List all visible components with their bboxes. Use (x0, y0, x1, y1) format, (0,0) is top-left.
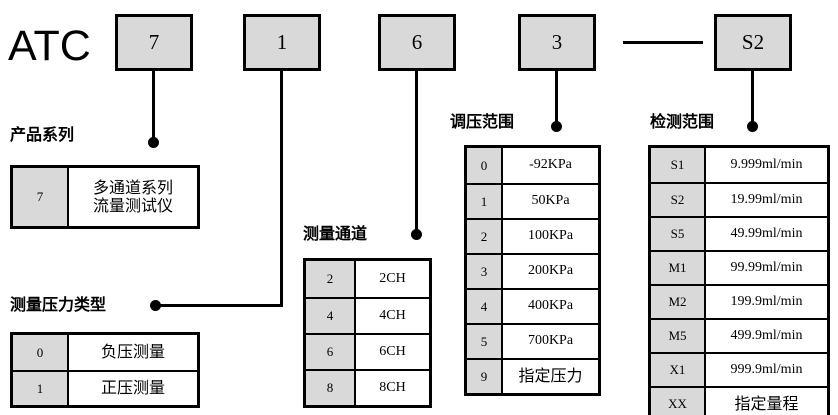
table-cell-code: 6 (306, 335, 356, 369)
code-box-detection-range[interactable]: S2 (714, 14, 792, 71)
table-cell-description: 499.9ml/min (706, 320, 827, 352)
table-cell-description: 99.99ml/min (706, 252, 827, 284)
table-cell-description: 200KPa (503, 255, 598, 288)
table-cell-code: 1 (13, 372, 69, 405)
table-cell-code: 1 (467, 185, 503, 218)
table-cell-description: 19.99ml/min (706, 184, 827, 216)
table-cell-code: 4 (306, 299, 356, 333)
heading-product-series: 产品系列 (10, 125, 75, 144)
code-box-product-series[interactable]: 7 (115, 14, 193, 71)
product-prefix-label: ATC (8, 22, 91, 70)
table-cell-description: 199.9ml/min (706, 286, 827, 318)
table-cell-description: 负压测量 (69, 335, 197, 370)
connector-dot-measurement-channel (411, 229, 422, 240)
table-cell-description: 指定量程 (706, 388, 827, 415)
table-cell-description: -92KPa (503, 148, 598, 183)
table-cell-code: 5 (467, 325, 503, 358)
table-cell-description: 指定压力 (503, 360, 598, 393)
connector-dot-detection-range (747, 121, 758, 132)
connector-dot-product-series (148, 137, 159, 148)
table-cell-description: 700KPa (503, 325, 598, 358)
table-cell-code: S1 (651, 148, 706, 182)
table-cell-description: 50KPa (503, 185, 598, 218)
table-cell-code: X1 (651, 354, 706, 386)
table-cell-description: 6CH (356, 335, 429, 369)
table-cell-code: 7 (13, 168, 69, 226)
table-cell-description: 正压测量 (69, 372, 197, 405)
table-cell-code: 2 (306, 261, 356, 297)
table-cell-code: 4 (467, 290, 503, 323)
table-cell-code: 9 (467, 360, 503, 393)
heading-detection-range: 检测范围 (650, 112, 715, 131)
table-cell-description: 多通道系列 流量测试仪 (69, 168, 197, 226)
table-cell-code: 3 (467, 255, 503, 288)
table-cell-description: 2CH (356, 261, 429, 297)
code-box-pressure-type[interactable]: 1 (243, 14, 321, 71)
table-cell-description: 100KPa (503, 220, 598, 253)
code-separator-dash (623, 41, 703, 44)
table-cell-code: 0 (13, 335, 69, 370)
heading-pressure-type: 测量压力类型 (10, 295, 107, 314)
table-cell-code: M1 (651, 252, 706, 284)
connector-dot-pressure-type (150, 300, 161, 311)
table-cell-code: 0 (467, 148, 503, 183)
table-cell-code: S5 (651, 218, 706, 250)
heading-pressure-range: 调压范围 (450, 112, 515, 131)
table-cell-description: 999.9ml/min (706, 354, 827, 386)
connector-detection-range (751, 71, 754, 127)
connector-measurement-channel (415, 71, 418, 235)
table-cell-description: 8CH (356, 371, 429, 405)
code-box-measurement-channel[interactable]: 6 (378, 14, 456, 71)
heading-measurement-channel: 测量通道 (303, 224, 368, 243)
table-cell-description: 9.999ml/min (706, 148, 827, 182)
table-cell-code: S2 (651, 184, 706, 216)
table-row: 0-92KPa (467, 148, 598, 183)
table-cell-description: 400KPa (503, 290, 598, 323)
table-cell-code: M5 (651, 320, 706, 352)
table-cell-code: M2 (651, 286, 706, 318)
table-cell-description: 4CH (356, 299, 429, 333)
connector-pressure-type-vertical (280, 71, 283, 307)
connector-dot-pressure-range (551, 121, 562, 132)
connector-pressure-type-horizontal (156, 304, 283, 307)
table-cell-code: 2 (467, 220, 503, 253)
table-cell-code: 8 (306, 371, 356, 405)
connector-pressure-range (555, 71, 558, 127)
table-cell-description: 49.99ml/min (706, 218, 827, 250)
code-box-pressure-range[interactable]: 3 (518, 14, 596, 71)
table-cell-code: XX (651, 388, 706, 415)
connector-product-series (152, 71, 155, 143)
